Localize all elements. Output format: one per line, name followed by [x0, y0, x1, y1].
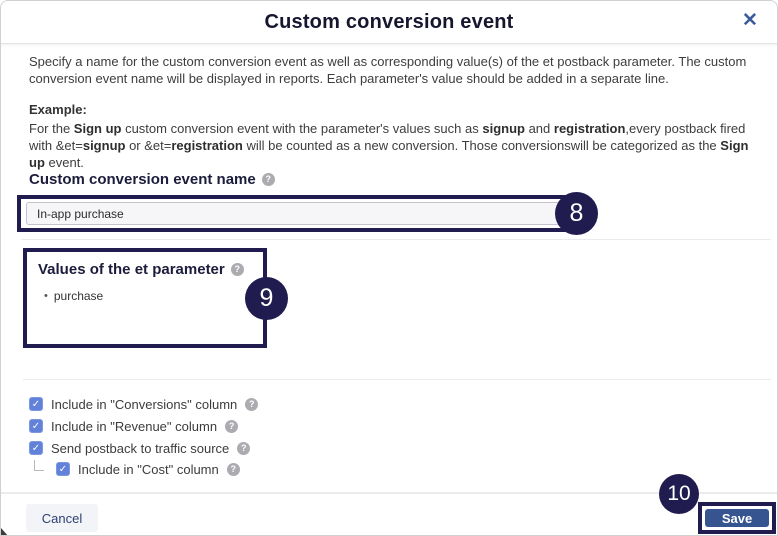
footer-separator: [1, 492, 777, 494]
et-values-label: Values of the et parameter: [38, 261, 225, 278]
annotation-box-et-values: Values of the et parameter ? • purchase: [23, 248, 267, 348]
checkbox-label: Include in "Revenue" column: [51, 418, 218, 434]
checkbox-row-postback: ✓ Send postback to traffic source ?: [29, 440, 251, 456]
save-button[interactable]: Save: [705, 509, 769, 527]
modal-header: Custom conversion event ✕: [1, 1, 777, 44]
intro-text: Specify a name for the custom conversion…: [29, 54, 747, 86]
checkbox-cost[interactable]: ✓: [56, 462, 70, 476]
help-icon[interactable]: ?: [225, 419, 239, 433]
et-value-item: • purchase: [44, 289, 263, 303]
example-block: Example: For the Sign up custom conversi…: [29, 101, 751, 171]
annotation-box-event-name: [17, 195, 569, 232]
help-icon[interactable]: ?: [226, 462, 240, 476]
help-icon[interactable]: ?: [245, 397, 259, 411]
annotation-step-8: 8: [555, 192, 598, 235]
event-name-input[interactable]: [26, 202, 560, 225]
tree-connector: [34, 459, 44, 471]
checkbox-row-revenue: ✓ Include in "Revenue" column ?: [29, 418, 239, 434]
annotation-step-9: 9: [245, 277, 288, 320]
separator: [23, 379, 771, 380]
checkbox-postback[interactable]: ✓: [29, 441, 43, 455]
separator: [21, 239, 771, 240]
event-name-label: Custom conversion event name: [29, 171, 256, 188]
example-text: For the Sign up custom conversion event …: [29, 121, 749, 170]
event-name-label-row: Custom conversion event name ?: [29, 171, 275, 188]
bullet-icon: •: [44, 290, 48, 302]
help-icon[interactable]: ?: [230, 263, 244, 276]
checkbox-row-conversions: ✓ Include in "Conversions" column ?: [29, 396, 259, 412]
cancel-button[interactable]: Cancel: [26, 504, 98, 532]
annotation-step-10: 10: [659, 474, 699, 514]
checkbox-label: Include in "Cost" column: [78, 461, 219, 477]
help-icon[interactable]: ?: [261, 173, 275, 186]
close-icon[interactable]: ✕: [742, 9, 758, 31]
annotation-box-save: Save: [698, 502, 776, 534]
checkbox-row-cost: ✓ Include in "Cost" column ?: [34, 459, 240, 477]
et-value-text: purchase: [53, 289, 104, 303]
et-values-list[interactable]: • purchase: [44, 289, 263, 303]
checkbox-conversions[interactable]: ✓: [29, 397, 43, 411]
checkbox-revenue[interactable]: ✓: [29, 419, 43, 433]
checkbox-label: Send postback to traffic source: [51, 440, 230, 456]
example-label: Example:: [29, 102, 87, 117]
et-values-label-row: Values of the et parameter ?: [27, 252, 263, 278]
help-icon[interactable]: ?: [237, 441, 251, 455]
mouse-cursor: [1, 528, 9, 535]
modal-title: Custom conversion event: [264, 10, 514, 33]
checkbox-label: Include in "Conversions" column: [51, 396, 238, 412]
